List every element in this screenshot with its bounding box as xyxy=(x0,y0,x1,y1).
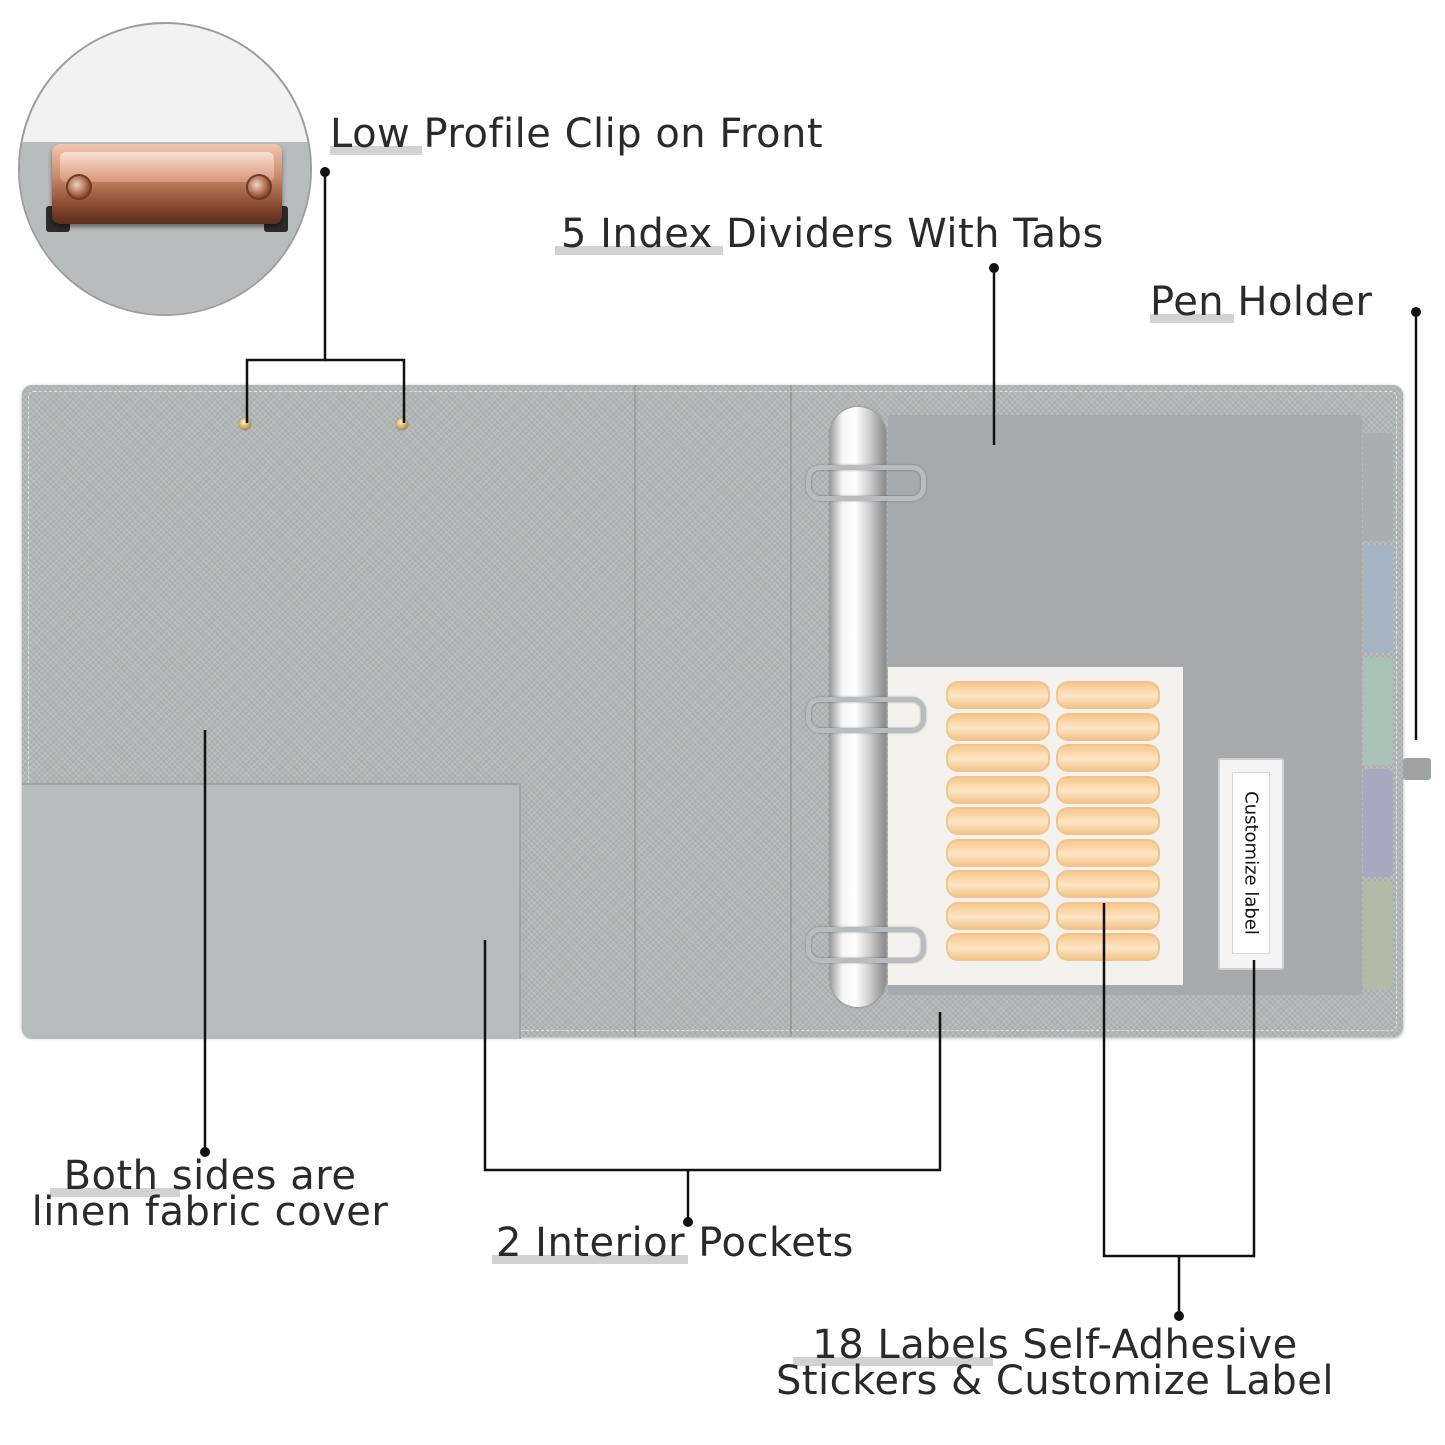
spine-fold-right xyxy=(790,385,792,1037)
clip-rivet-back-right xyxy=(396,418,408,430)
label-sticker xyxy=(1056,933,1160,961)
callout-labels-line2: Stickers & Customize Label xyxy=(775,1358,1335,1404)
callout-linen-line2: linen fabric cover xyxy=(31,1189,389,1235)
label-sticker xyxy=(1056,712,1160,741)
callout-pockets: 2 Interior Pockets xyxy=(492,1223,854,1264)
label-sticker xyxy=(946,870,1050,898)
ring-mechanism xyxy=(830,407,886,1007)
label-sticker xyxy=(1056,870,1160,898)
label-sticker xyxy=(946,775,1050,804)
clip-rivet-back-left xyxy=(239,418,251,430)
callout-pen-holder: Pen Holder xyxy=(1150,282,1372,323)
divider-tab-1 xyxy=(1363,433,1393,541)
callout-dividers: 5 Index Dividers With Tabs xyxy=(555,214,1104,255)
clip-top-plate xyxy=(60,152,274,182)
customize-label-card: Customize label xyxy=(1232,772,1270,954)
divider-tab-2 xyxy=(1363,545,1393,653)
callout-labels: 18 Labels Self-Adhesive Stickers & Custo… xyxy=(755,1325,1355,1401)
callout-linen-line1: Both sides are xyxy=(63,1153,357,1199)
label-sticker xyxy=(946,681,1050,709)
label-sticker xyxy=(946,901,1050,930)
binder-ring-bottom xyxy=(806,927,926,963)
customize-label-text: Customize label xyxy=(1240,791,1262,935)
label-sticker xyxy=(946,744,1050,772)
clip-rivet-left xyxy=(66,174,92,200)
callout-pockets-text: 2 Interior Pockets xyxy=(496,1220,854,1266)
callout-linen: Both sides are linen fabric cover xyxy=(20,1156,400,1232)
label-sticker xyxy=(946,933,1050,961)
label-sticker xyxy=(1056,807,1160,835)
divider-tab-5 xyxy=(1363,881,1393,989)
clip-closeup-image xyxy=(18,22,312,316)
label-sticker xyxy=(1056,901,1160,930)
binder-ring-middle xyxy=(806,697,926,733)
sticker-sheet xyxy=(888,667,1183,985)
label-sticker xyxy=(1056,775,1160,804)
callout-clip-text: Low Profile Clip on Front xyxy=(330,111,824,157)
customize-label-holder: Customize label xyxy=(1218,758,1284,970)
divider-tab-4 xyxy=(1363,769,1393,877)
divider-tab-3 xyxy=(1363,657,1393,765)
pen-holder-loop xyxy=(1403,758,1431,780)
clip-rivet-right xyxy=(246,174,272,200)
callout-dividers-text: 5 Index Dividers With Tabs xyxy=(561,211,1104,257)
binder-ring-top xyxy=(806,465,926,501)
label-sticker xyxy=(1056,681,1160,709)
callout-labels-line1: 18 Labels Self-Adhesive xyxy=(812,1322,1298,1368)
label-sticker xyxy=(946,838,1050,867)
callout-clip: Low Profile Clip on Front xyxy=(330,114,823,155)
label-sticker xyxy=(946,712,1050,741)
label-sticker xyxy=(946,807,1050,835)
binder-open: Customize label xyxy=(22,385,1431,1039)
label-sticker xyxy=(1056,744,1160,772)
spine-fold-left xyxy=(634,385,636,1037)
left-interior-pocket xyxy=(22,783,521,1039)
label-sticker xyxy=(1056,838,1160,867)
callout-pen-holder-text: Pen Holder xyxy=(1150,279,1373,325)
